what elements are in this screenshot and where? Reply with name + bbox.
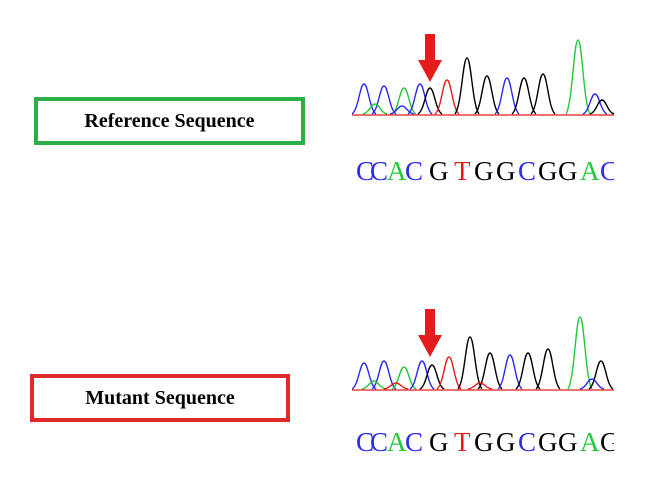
- ref-peak-C-14: [582, 93, 608, 115]
- mut-peak-G-12: [515, 352, 541, 390]
- down-arrow-icon: [418, 309, 442, 357]
- ref-peak-G-6: [417, 87, 443, 115]
- ref-peak-A-13: [565, 39, 591, 115]
- mut-base-call-0: C: [356, 427, 374, 457]
- ref-peak-G-8: [454, 57, 480, 115]
- ref-base-call-5: T: [454, 156, 471, 186]
- mut-base-call-10: G: [558, 427, 578, 457]
- ref-base-call-3: C: [405, 156, 423, 186]
- mut-peak-T-7: [436, 356, 462, 390]
- mut-peak-G-15: [588, 360, 614, 390]
- reference-peaks: [352, 39, 614, 115]
- ref-base-call-4: G: [429, 156, 449, 186]
- ref-base-call-8: C: [518, 156, 536, 186]
- mut-base-call-9: G: [538, 427, 558, 457]
- ref-base-call-2: A: [387, 156, 407, 186]
- mut-peak-C-11: [497, 354, 523, 390]
- mut-peak-A-14: [567, 316, 593, 390]
- ref-peak-G-11: [511, 77, 537, 115]
- mut-base-call-3: C: [405, 427, 423, 457]
- ref-base-call-6: G: [474, 156, 494, 186]
- mut-peak-T-4: [383, 382, 409, 390]
- ref-peak-C-0: [352, 83, 377, 115]
- mut-peak-G-6: [419, 364, 445, 390]
- mut-base-call-11: A: [580, 427, 600, 457]
- mut-base-call-5: T: [454, 427, 471, 457]
- ref-base-call-0: C: [356, 156, 374, 186]
- ref-base-call-1: C: [370, 156, 388, 186]
- ref-peak-A-2: [362, 103, 388, 115]
- mut-peak-T-10: [467, 382, 493, 390]
- ref-peak-G-12: [530, 73, 556, 115]
- reference-sequence-label: Reference Sequence: [84, 109, 255, 132]
- mutant-sequence-label: Mutant Sequence: [85, 386, 235, 409]
- ref-base-call-9: G: [538, 156, 558, 186]
- mut-peak-C-5: [409, 360, 435, 390]
- mut-peak-C-0: [352, 362, 377, 390]
- ref-peak-C-1: [371, 85, 397, 115]
- mut-base-call-4: G: [429, 427, 449, 457]
- mut-base-call-6: G: [474, 427, 494, 457]
- mut-peak-G-13: [535, 348, 561, 390]
- mut-base-call-7: G: [496, 427, 516, 457]
- mut-peak-C-16: [579, 378, 605, 390]
- reference-sequence-label-box: Reference Sequence: [34, 97, 305, 145]
- ref-peak-G-9: [474, 75, 500, 115]
- ref-base-call-7: G: [496, 156, 516, 186]
- mut-peak-G-9: [477, 352, 503, 390]
- ref-peak-T-7: [434, 79, 460, 115]
- mutant-peaks: [352, 316, 614, 390]
- mut-base-call-1: C: [370, 427, 388, 457]
- ref-peak-C-5: [407, 83, 433, 115]
- mut-peak-G-8: [457, 336, 483, 390]
- mut-base-call-2: A: [387, 427, 407, 457]
- down-arrow-icon: [418, 34, 442, 82]
- ref-base-call-11: A: [580, 156, 600, 186]
- mutant-sequence-label-box: Mutant Sequence: [30, 374, 290, 422]
- ref-peak-G-15: [589, 99, 614, 115]
- ref-base-call-10: G: [558, 156, 578, 186]
- ref-peak-C-10: [494, 77, 520, 115]
- mut-peak-A-2: [361, 380, 387, 390]
- mut-base-call-12: G: [600, 427, 614, 457]
- ref-base-call-12: C: [600, 156, 614, 186]
- mut-base-call-8: C: [518, 427, 536, 457]
